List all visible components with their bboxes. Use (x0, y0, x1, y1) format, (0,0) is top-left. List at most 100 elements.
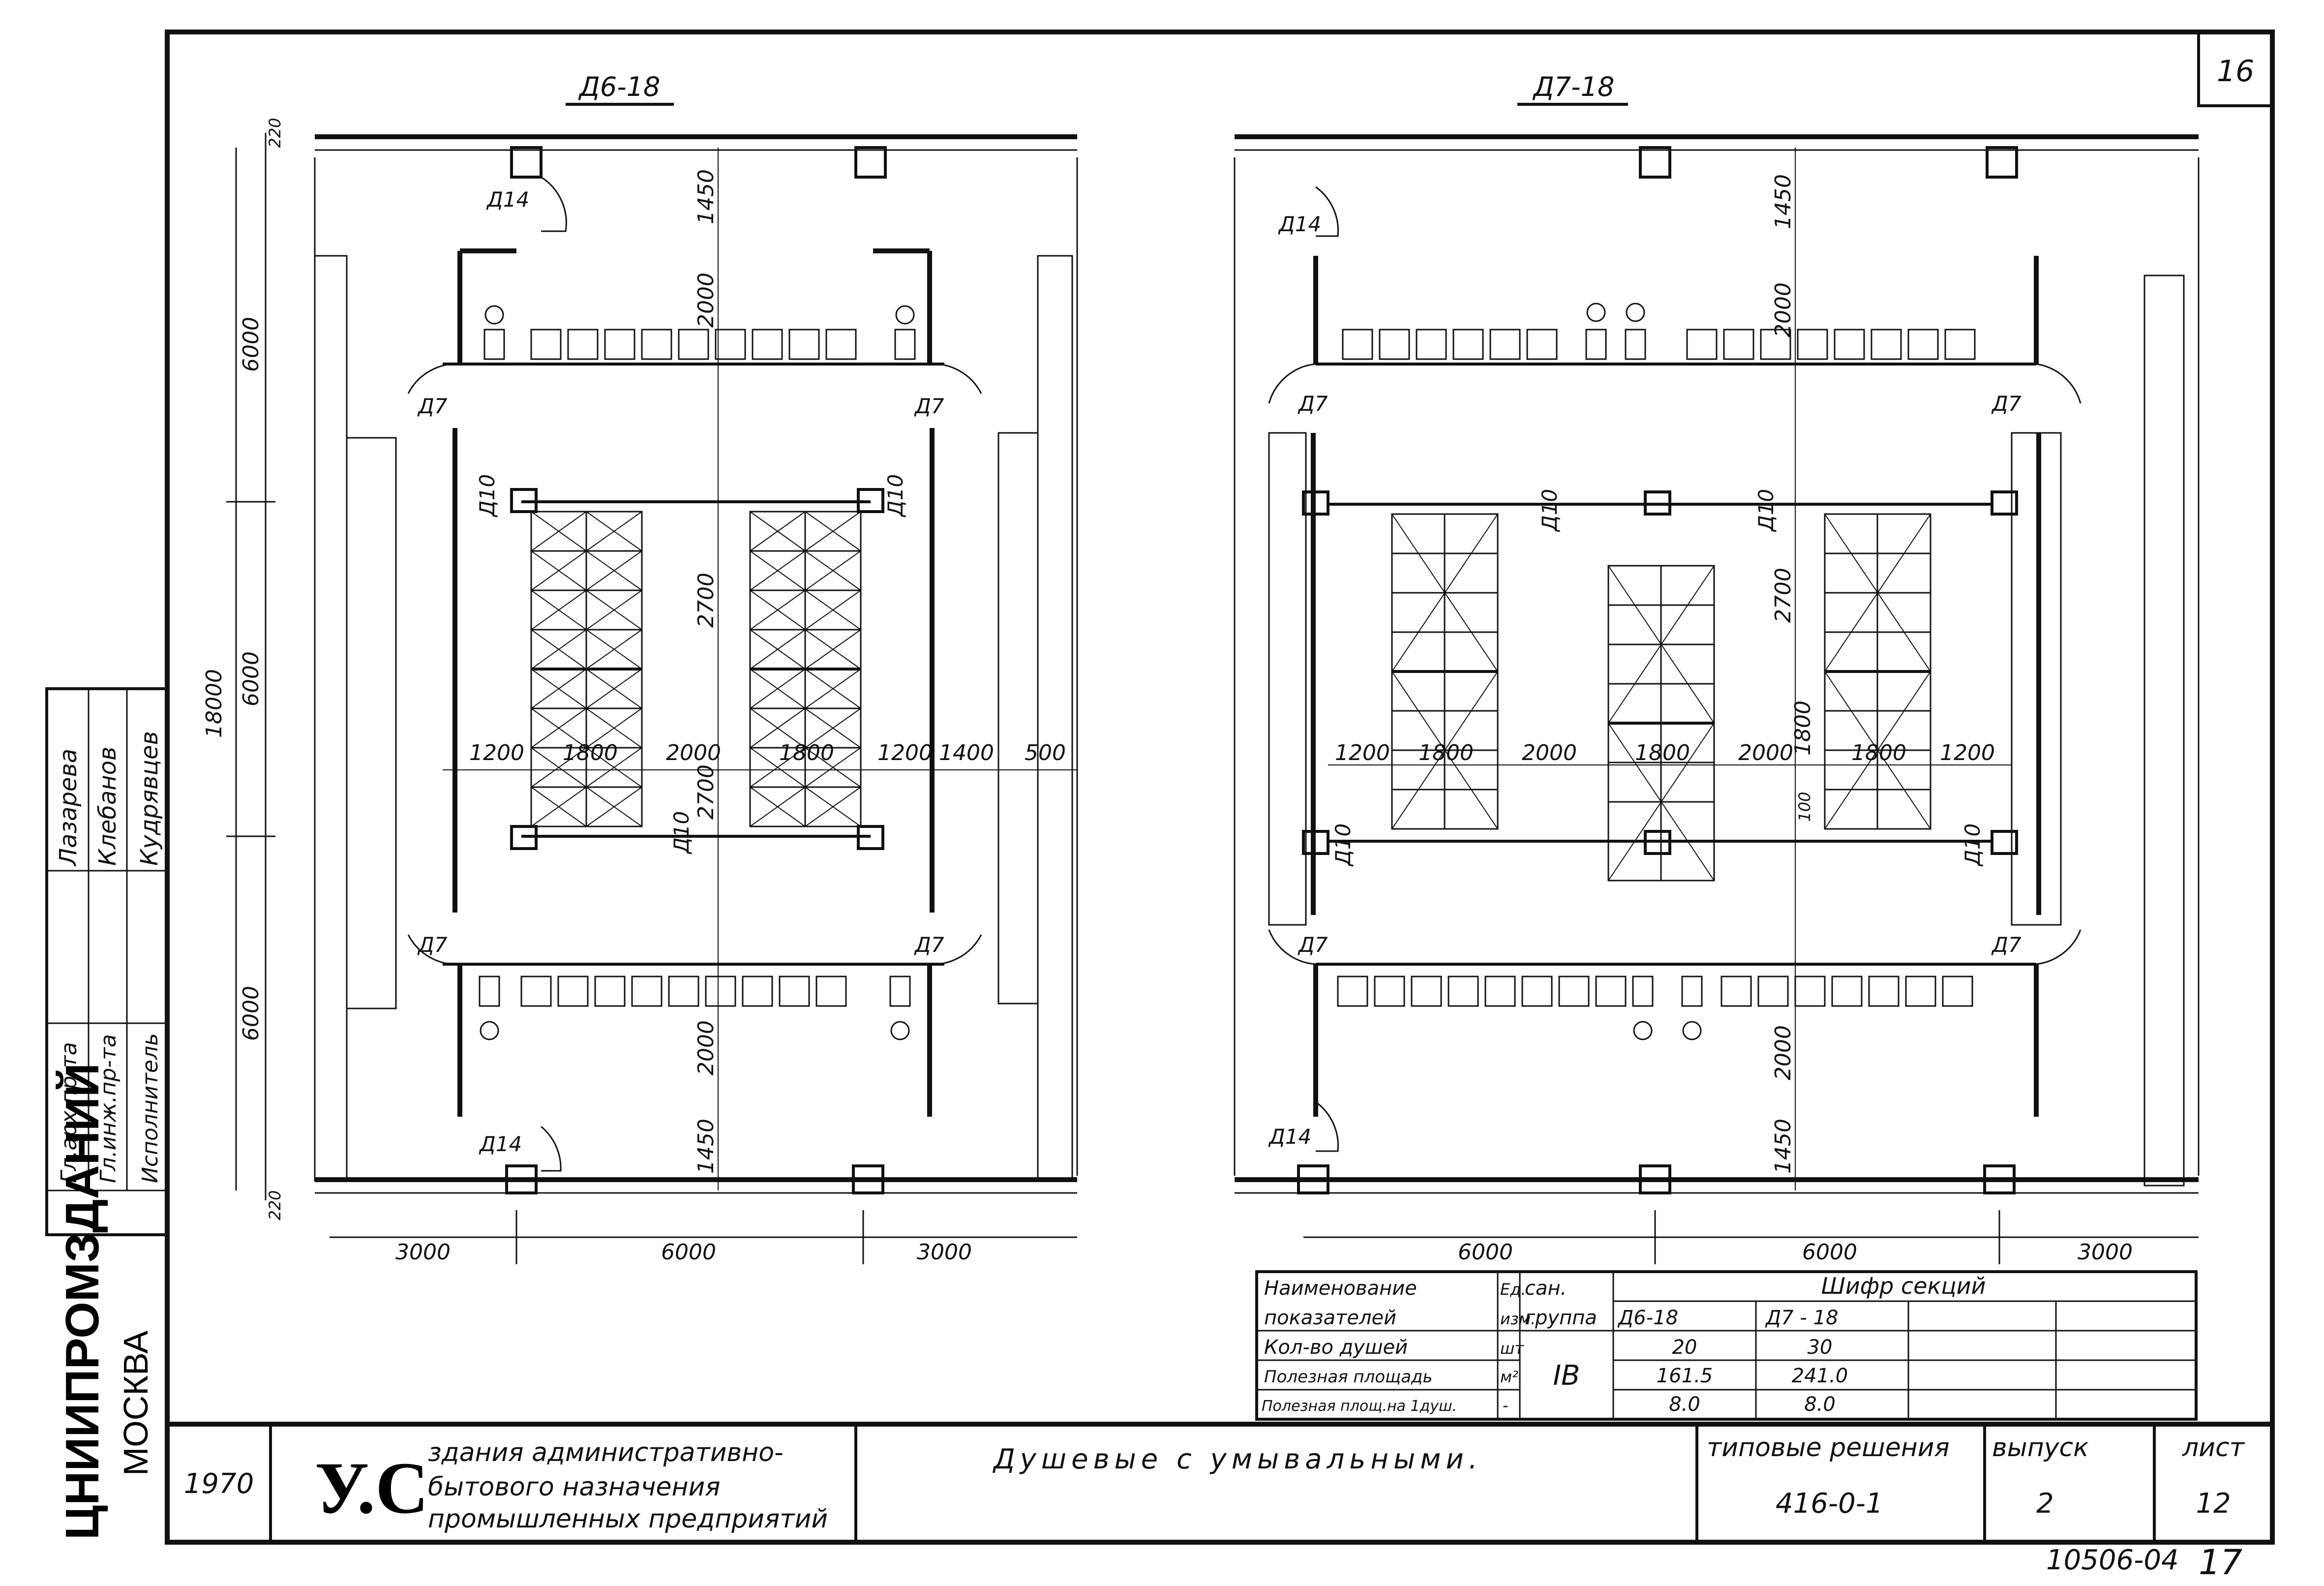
plan-2-dimensions (1303, 148, 2199, 1264)
dim-label: 1800 (1635, 740, 1690, 765)
dim-label: 1400 (939, 740, 994, 765)
series-line-1: здания административно- (428, 1438, 784, 1467)
role-2: Гл.инж.пр-та (96, 1034, 121, 1183)
table-row-name: Кол-во душей (1264, 1336, 1408, 1359)
dim-label: 1800 (1851, 740, 1906, 765)
year: 1970 (184, 1468, 254, 1500)
dim-label: 6000 (239, 986, 264, 1041)
series-line-3: промышленных предприятий (428, 1504, 828, 1534)
name-3: Кудрявцев (136, 731, 163, 866)
series-mark: У.С (315, 1447, 428, 1529)
plan-1-sinks-top (483, 305, 916, 360)
dim-label: 500 (1025, 740, 1066, 765)
door-label: Д7 (417, 394, 448, 418)
door-label: Д7 (1991, 933, 2022, 957)
table-row-unit: шт (1500, 1339, 1524, 1358)
page-number: 17 (2199, 1542, 2242, 1583)
door-label: Д7 (1298, 392, 1328, 416)
org-name: ЦНИИПРОМЗДАНИЙ (55, 1063, 109, 1540)
type-code: 416-0-1 (1776, 1488, 1883, 1520)
table-row-unit: - (1503, 1396, 1509, 1415)
dim-label: 100 (1795, 792, 1814, 822)
issue-label: выпуск (1992, 1433, 2089, 1463)
dim-label: 2000 (694, 273, 719, 328)
plan-2-sinks-bottom (1337, 976, 1973, 1040)
dim-label: 2000 (1771, 1025, 1796, 1080)
dim-label: 1800 (779, 740, 834, 765)
plan-1-left-lockers (314, 255, 397, 1182)
plan-1-shower-block-2 (749, 511, 862, 827)
door-label: Д7 (417, 933, 448, 957)
door-label: Д7 (914, 394, 944, 418)
dim-label: 6000 (1802, 1240, 1857, 1265)
plan-d6-18: Д6-18 (202, 71, 1078, 1265)
dim-label: 3000 (917, 1240, 972, 1265)
door-label: Д14 (1268, 1125, 1311, 1149)
plan-2-title: Д7-18 (1533, 71, 1615, 102)
plan-1-door-labels: Д14 Д7 Д7 Д10 Д10 Д10 Д7 Д7 Д14 (417, 187, 944, 1156)
dim-label: 1200 (877, 740, 933, 765)
table-head: показателей (1264, 1307, 1396, 1329)
title-block: 1970 У.С здания административно- бытовог… (167, 1422, 2272, 1542)
dim-label: 1200 (469, 740, 524, 765)
dim-label: 2000 (1522, 740, 1577, 765)
dim-label: 3000 (2078, 1240, 2133, 1265)
table-row-v1: 161.5 (1657, 1365, 1713, 1387)
plan-2-shower-block-3 (1824, 513, 1932, 830)
plan-2-door-labels: Д14 Д7 Д7 Д10 Д10 Д10 Д10 Д7 Д7 Д14 (1268, 212, 2022, 1149)
sheet-label: лист (2182, 1433, 2245, 1463)
dim-label: 6000 (661, 1240, 716, 1265)
table-row-v1: 20 (1672, 1336, 1697, 1359)
series-line-2: бытового назначения (428, 1472, 721, 1502)
dim-label: 2000 (694, 1020, 719, 1075)
table-head: группа (1525, 1307, 1597, 1329)
dim-label: 1800 (1790, 701, 1815, 756)
plan-2-sinks-top (1342, 303, 1976, 360)
table-row-name: Полезная площ.на 1душ. (1262, 1398, 1457, 1415)
dim-label: 1200 (1335, 740, 1390, 765)
name-2: Клебанов (94, 747, 121, 866)
table-group-value: IB (1553, 1360, 1580, 1392)
type-label: типовые решения (1707, 1433, 1950, 1463)
dim-label: 18000 (202, 669, 227, 738)
door-label: Д10 (883, 474, 907, 518)
table-head: изм. (1500, 1310, 1536, 1328)
dim-label: 220 (266, 118, 284, 148)
door-label: Д14 (479, 1132, 522, 1156)
dim-label: 1450 (694, 1119, 719, 1174)
dim-label: 2700 (1771, 568, 1796, 623)
door-label: Д10 (475, 474, 499, 518)
door-label: Д10 (1961, 824, 1985, 867)
plan-d7-18: Д7-18 (1234, 71, 2200, 1265)
plan-1-shower-block-1 (530, 511, 643, 827)
plan-1-columns (505, 146, 887, 1194)
plan-2-left-lockers (1268, 432, 1307, 926)
plan-2-dim-labels: 6000 6000 3000 1450 2000 2700 1800 100 2… (1335, 174, 2133, 1265)
role-3: Исполнитель (138, 1033, 163, 1183)
door-label: Д7 (914, 933, 944, 957)
dim-label: 2000 (1771, 282, 1796, 337)
sheet-value: 12 (2196, 1488, 2231, 1520)
plan-2-shower-block-2 (1607, 565, 1715, 882)
plan-1-title: Д6-18 (578, 71, 661, 102)
plan-2-shower-block-1 (1391, 513, 1499, 830)
table-head: Д7 - 18 (1765, 1307, 1838, 1329)
door-label: Д7 (1298, 933, 1328, 957)
table-head: Ед. (1500, 1280, 1526, 1299)
table-row-v2: 30 (1808, 1336, 1833, 1359)
door-label: Д10 (1538, 489, 1562, 532)
indicators-table: Наименование показателей Ед. изм. сан. г… (1255, 1270, 2198, 1421)
table-row-v2: 8.0 (1804, 1393, 1836, 1416)
side-stamp: Гл.арх.пр-та Гл.инж.пр-та Исполнитель Ла… (45, 687, 169, 1540)
table-head: Д6-18 (1617, 1307, 1678, 1329)
sheet-number-box (2197, 30, 2274, 107)
dim-label: 6000 (239, 651, 264, 706)
plan-1-dim-labels: 3000 6000 3000 18000 6000 6000 6000 220 … (202, 118, 1066, 1265)
dim-label: 1450 (694, 169, 719, 224)
table-row-v2: 241.0 (1792, 1365, 1848, 1387)
dim-label: 3000 (395, 1240, 451, 1265)
table-head: Шифр секций (1821, 1273, 1986, 1299)
plan-1-dimensions (226, 133, 1077, 1264)
issue-value: 2 (2036, 1488, 2054, 1520)
archive-number: 10506-04 (2046, 1544, 2179, 1576)
